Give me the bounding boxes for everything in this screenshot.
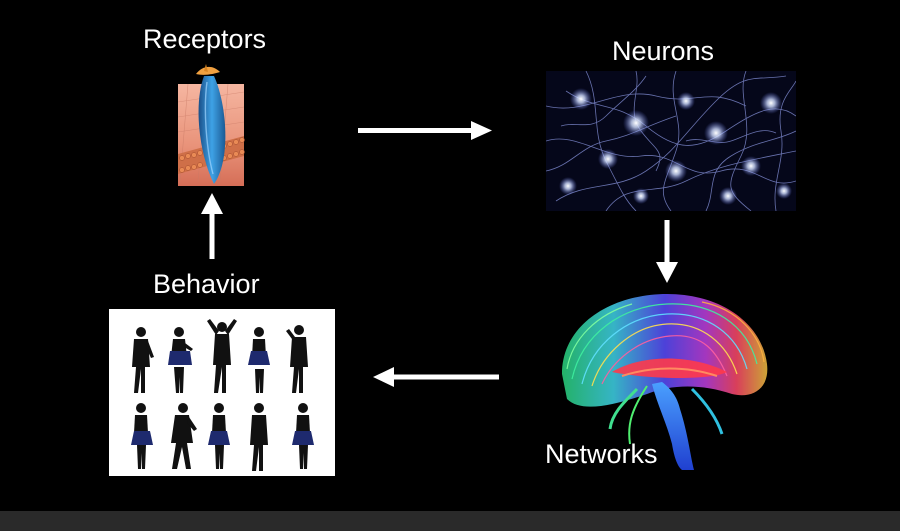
bottom-bar	[0, 511, 900, 531]
arrow-left-icon	[373, 367, 499, 387]
behavior-image	[109, 309, 335, 476]
arrow-down-icon	[656, 220, 678, 283]
networks-image	[552, 284, 777, 474]
receptors-image	[176, 62, 246, 186]
neurons-image	[546, 71, 796, 211]
neurons-label: Neurons	[612, 36, 715, 66]
arrow-right-icon	[358, 121, 492, 140]
behavior-label: Behavior	[153, 269, 260, 299]
networks-label: Networks	[545, 439, 658, 469]
receptors-label: Receptors	[143, 24, 267, 54]
arrow-up-icon	[201, 193, 223, 259]
